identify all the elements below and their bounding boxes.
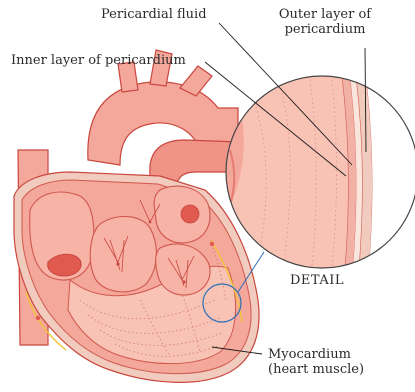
label-detail: DETAIL bbox=[290, 273, 344, 288]
nerve-node-left bbox=[36, 316, 40, 320]
label-inner-layer: Inner layer of pericardium bbox=[11, 53, 186, 68]
label-outer-layer-line2: pericardium bbox=[270, 22, 380, 37]
pulmonary-vein-opening bbox=[181, 205, 199, 223]
heart-illustration bbox=[14, 50, 259, 382]
label-pericardial-fluid: Pericardial fluid bbox=[101, 7, 207, 22]
label-outer-layer-line1: Outer layer of bbox=[270, 7, 380, 22]
label-myocardium-line1: Myocardium bbox=[268, 347, 364, 362]
nerve-node bbox=[210, 242, 214, 246]
label-myocardium: Myocardium (heart muscle) bbox=[268, 347, 364, 377]
label-outer-layer: Outer layer of pericardium bbox=[270, 7, 380, 37]
label-myocardium-line2: (heart muscle) bbox=[268, 362, 364, 377]
